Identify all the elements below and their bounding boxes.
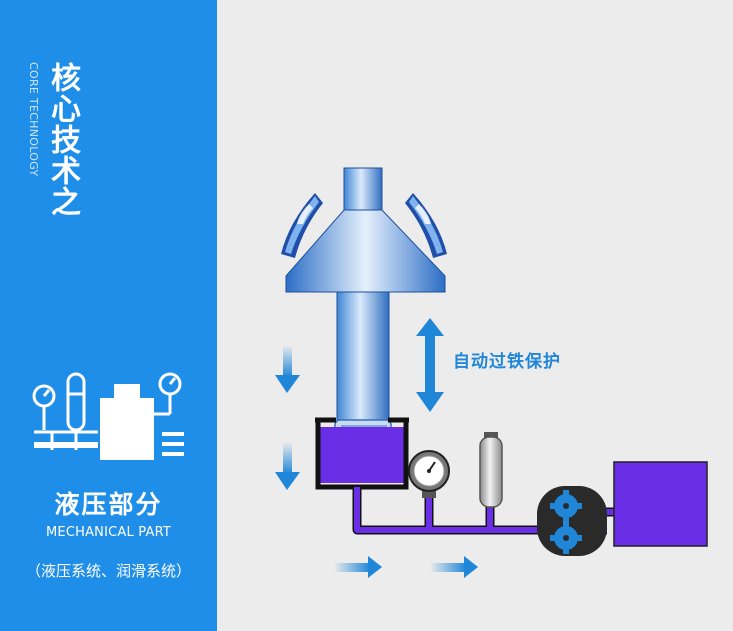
section-note: （液压系统、润滑系统） — [25, 562, 191, 580]
right-arrow-icon — [430, 556, 478, 578]
hydraulic-system-icon — [32, 372, 184, 460]
main-shaft-top — [343, 167, 383, 213]
left-concave-liner — [281, 193, 323, 258]
core-technology-subtitle: CORE TECHNOLOGY — [27, 62, 40, 177]
right-arrow-icon — [334, 556, 382, 578]
section-subtitle: MECHANICAL PART — [45, 525, 171, 540]
double-arrow-icon — [416, 318, 444, 412]
section-title: 液压部分 — [54, 490, 163, 519]
oil-tank — [613, 461, 708, 547]
main-shaft — [336, 291, 390, 423]
down-arrow-icon — [275, 442, 300, 490]
gear-pump-icon — [537, 486, 607, 556]
core-technology-title: 核心技术之 — [45, 62, 80, 217]
pressure-gauge-icon — [408, 450, 450, 498]
right-concave-liner — [405, 193, 447, 258]
diagram-area: 自动过铁保护 — [217, 0, 733, 631]
auto-iron-protection-label: 自动过铁保护 — [453, 352, 561, 372]
crushing-cone — [285, 209, 446, 293]
hydraulic-diagram — [275, 167, 708, 578]
left-panel: 核心技术之 CORE TECHNOLOGY — [0, 0, 217, 631]
accumulator-icon — [479, 432, 503, 508]
down-arrow-icon — [275, 345, 300, 393]
hydraulic-cylinder — [315, 417, 409, 490]
